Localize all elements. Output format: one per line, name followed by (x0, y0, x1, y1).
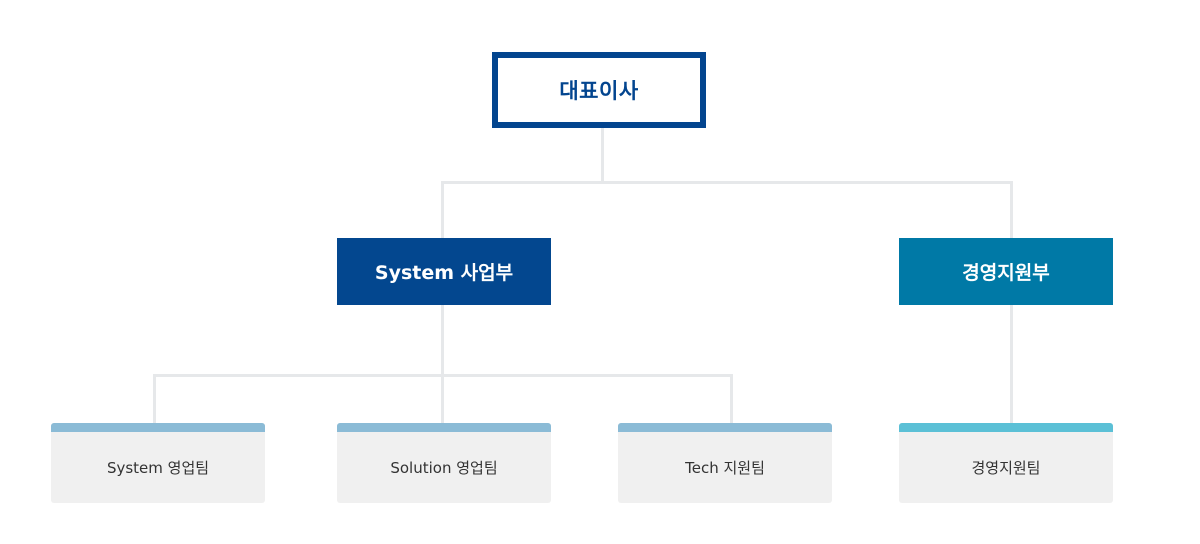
connector-to-management-division (1010, 181, 1013, 238)
team-system-sales: System 영업팀 (51, 423, 265, 503)
division-management-support-label: 경영지원부 (962, 262, 1050, 284)
team-accent-bar (618, 423, 832, 432)
connector-to-tech-support-team (730, 374, 733, 423)
team-solution-sales-label: Solution 영업팀 (390, 459, 498, 477)
division-management-support: 경영지원부 (899, 238, 1113, 305)
connector-management-division-down (1010, 305, 1013, 423)
team-tech-support-label: Tech 지원팀 (685, 459, 765, 477)
team-management-support-label: 경영지원팀 (971, 459, 1041, 477)
team-solution-sales: Solution 영업팀 (337, 423, 551, 503)
ceo-box: 대표이사 (492, 52, 706, 128)
ceo-label: 대표이사 (559, 79, 639, 103)
team-system-sales-label: System 영업팀 (106, 459, 210, 477)
connector-to-system-sales-team (153, 374, 156, 423)
connector-top-horizontal (441, 181, 1013, 184)
team-accent-bar (337, 423, 551, 432)
connector-ceo-down (601, 128, 604, 184)
connector-to-system-division (441, 181, 444, 238)
connector-teams-horizontal (153, 374, 733, 377)
division-system-label: System 사업부 (374, 262, 514, 284)
team-management-support: 경영지원팀 (899, 423, 1113, 503)
team-accent-bar (51, 423, 265, 432)
division-system: System 사업부 (337, 238, 551, 305)
connector-system-division-down (441, 305, 444, 423)
team-accent-bar (899, 423, 1113, 432)
team-tech-support: Tech 지원팀 (618, 423, 832, 503)
